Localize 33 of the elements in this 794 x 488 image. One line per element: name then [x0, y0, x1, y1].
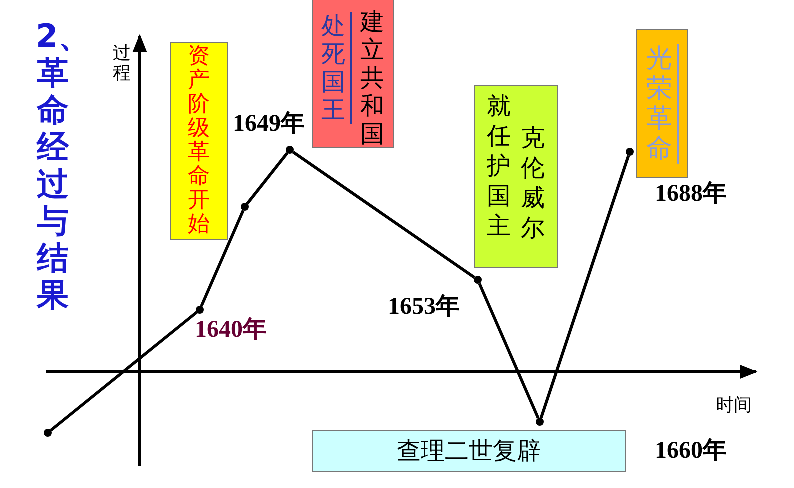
event-box — [170, 42, 228, 240]
event-text: 克伦威尔 — [520, 122, 546, 242]
year-label: 1640年 — [195, 318, 267, 342]
data-point — [241, 203, 249, 211]
data-point — [196, 306, 204, 314]
year-label: 1688年 — [655, 182, 727, 206]
timeline-line — [246, 152, 289, 205]
year-label: 1653年 — [388, 295, 460, 319]
event-box — [312, 430, 626, 472]
axis-label: 时间 — [716, 394, 752, 417]
axis-label: 过程 — [112, 44, 132, 84]
year-label: 1649年 — [233, 112, 305, 136]
event-box — [636, 29, 688, 178]
event-text: 处死国王 — [320, 12, 352, 124]
event-text: 查理二世复辟 — [397, 436, 541, 467]
data-point — [286, 146, 294, 154]
event-box — [474, 85, 558, 268]
event-text: 建立共和国 — [360, 8, 386, 148]
data-point — [536, 418, 544, 426]
timeline-line — [478, 283, 540, 419]
timeline-line — [540, 155, 630, 419]
timeline-line — [292, 151, 476, 279]
title: 2、革命经过与结果 — [36, 18, 70, 314]
timeline-line — [50, 311, 198, 432]
event-text: 就任护国主 — [486, 90, 512, 240]
event-text: 光荣革命 — [646, 44, 678, 164]
year-label: 1660年 — [655, 439, 727, 463]
data-point — [44, 429, 52, 437]
event-text: 资产阶级革命开始 — [187, 45, 211, 237]
data-point — [474, 276, 482, 284]
data-point — [626, 148, 634, 156]
event-box — [312, 0, 394, 148]
timeline-line — [200, 210, 245, 307]
